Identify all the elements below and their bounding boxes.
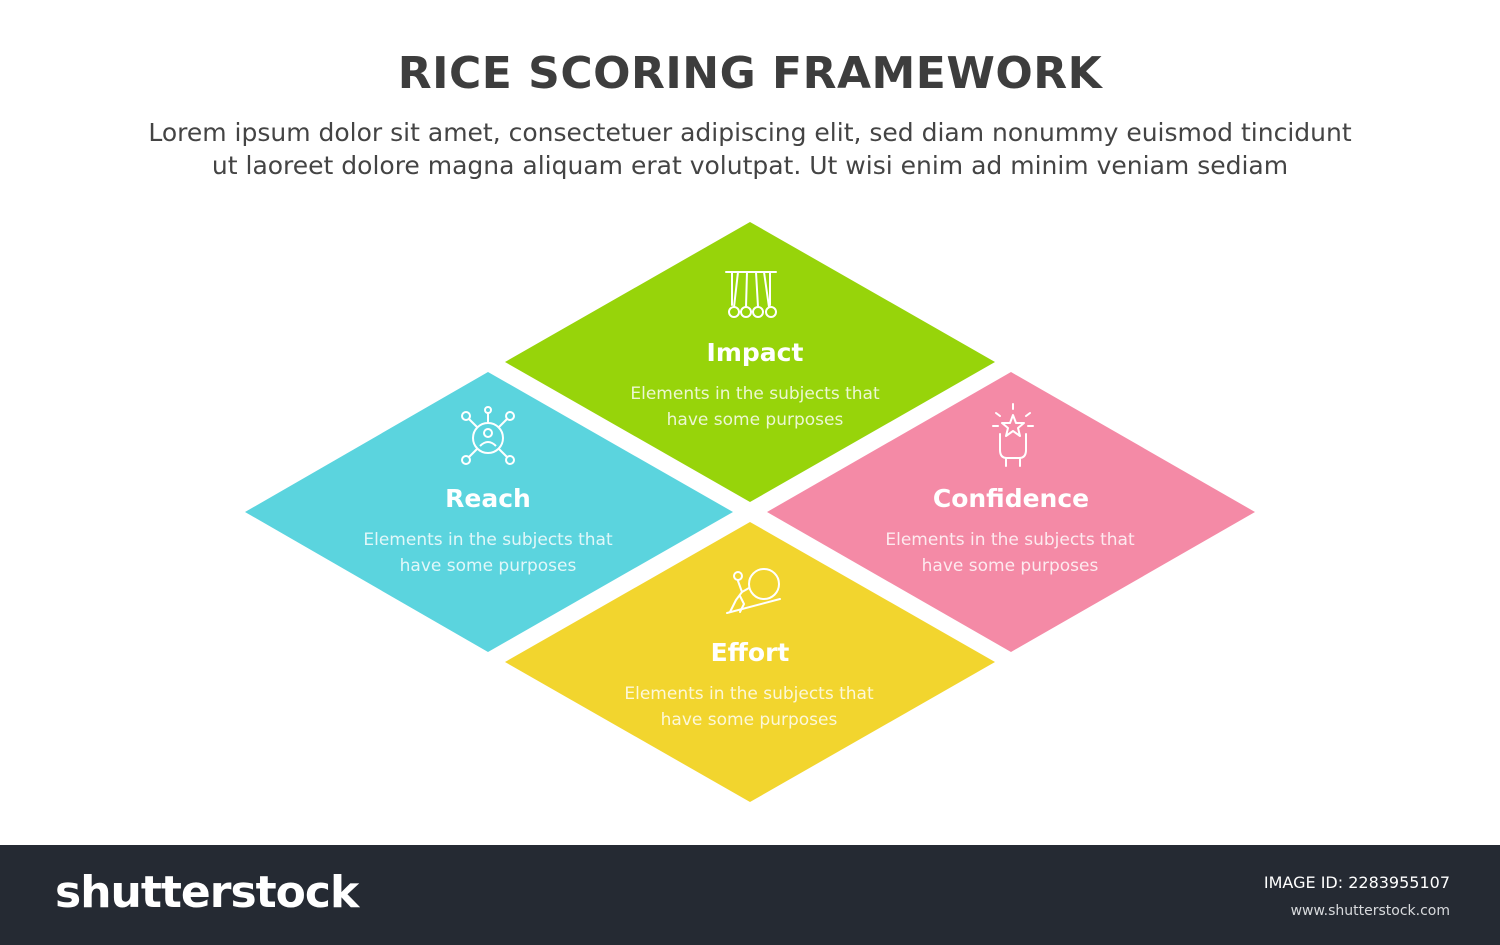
reach-description-line-2: have some purposes (400, 556, 577, 576)
reach-segment: Reach Elements in the subjects that have… (245, 372, 733, 652)
confidence-description-line-1: Elements in the subjects that (885, 530, 1135, 550)
impact-title: Impact (707, 338, 804, 367)
effort-description-line-2: have some purposes (661, 710, 838, 730)
newtons-cradle-icon (725, 271, 777, 318)
network-person-icon (461, 406, 515, 465)
effort-segment: Effort Elements in the subjects that hav… (505, 522, 995, 802)
confidence-diamond (767, 372, 1255, 652)
infographic-canvas: RICE SCORING FRAMEWORK Lorem ipsum dolor… (80, 48, 1420, 802)
shutterstock-logo[interactable]: shutterstock (55, 867, 359, 918)
impact-segment: Impact Elements in the subjects that hav… (505, 222, 995, 502)
confidence-description-line-2: have some purposes (922, 556, 1099, 576)
image-id-label: IMAGE ID: 2283955107 (1263, 873, 1450, 892)
pushing-boulder-icon (726, 568, 781, 614)
rice-diamond-diagram: Impact Elements in the subjects that hav… (245, 222, 1255, 802)
effort-diamond (505, 522, 995, 802)
reach-description-line-1: Elements in the subjects that (363, 530, 613, 550)
effort-description-line-1: Elements in the subjects that (624, 684, 874, 704)
page-subtitle: Lorem ipsum dolor sit amet, consectetuer… (80, 116, 1420, 182)
reach-diamond (245, 372, 733, 652)
footer-bar: shutterstock IMAGE ID: 2283955107 www.sh… (0, 845, 1500, 945)
impact-diamond (505, 222, 995, 502)
hand-star-icon (992, 403, 1034, 467)
effort-title: Effort (711, 638, 790, 667)
confidence-title: Confidence (933, 484, 1089, 513)
site-url[interactable]: www.shutterstock.com (1290, 903, 1450, 919)
confidence-segment: Confidence Elements in the subjects that… (767, 372, 1255, 652)
impact-description-line-2: have some purposes (667, 410, 844, 430)
subtitle-line-2: ut laoreet dolore magna aliquam erat vol… (211, 151, 1289, 180)
subtitle-line-1: Lorem ipsum dolor sit amet, consectetuer… (148, 118, 1352, 147)
reach-title: Reach (445, 484, 531, 513)
impact-description-line-1: Elements in the subjects that (630, 384, 880, 404)
page-title: RICE SCORING FRAMEWORK (397, 48, 1103, 99)
